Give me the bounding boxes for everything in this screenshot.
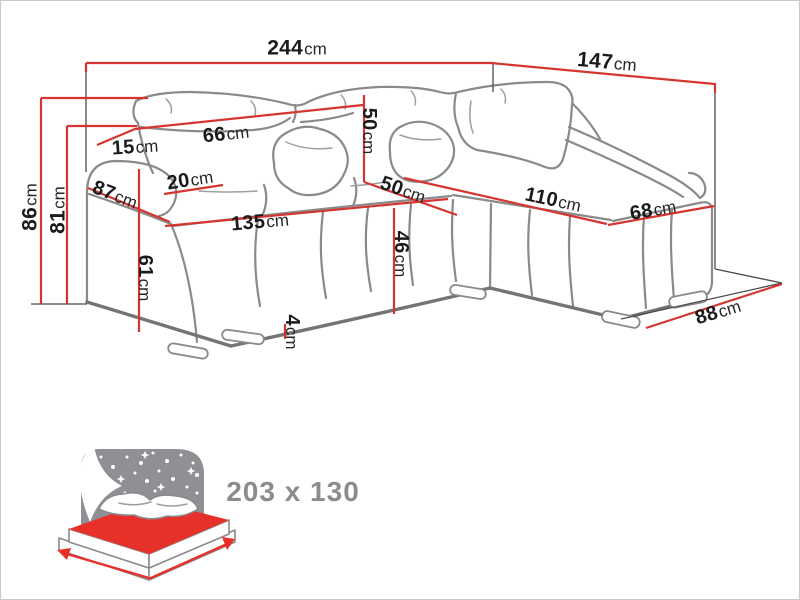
throw-pillow-2-crease: [399, 134, 442, 141]
dimension-lines: [39, 61, 783, 339]
sleeping-area-size-label: 203 x 130: [226, 476, 360, 507]
dim-line-15-66: [96, 103, 364, 147]
seat-front-seam-3: [364, 206, 373, 293]
seat-front-seam-1: [254, 217, 262, 308]
seat-seam-top-2: [351, 176, 358, 208]
chaise-end-right-edge: [693, 205, 714, 302]
dim-line-110: [403, 176, 608, 226]
seat-seam-top-1: [261, 183, 268, 216]
sofa-foot: [601, 310, 641, 329]
chaise-corner-seam: [488, 202, 493, 290]
floor-projection-front: [620, 282, 783, 320]
chaise-arm-roll-inner: [564, 138, 685, 199]
arm-roll: [85, 159, 178, 218]
bed-arrow-depth: [149, 542, 229, 580]
sofa-foot: [221, 328, 265, 346]
dim-line-88: [645, 282, 783, 330]
bottom-edge-seat: [229, 286, 492, 348]
bed-duvet: [98, 492, 199, 520]
cushion-crease-4: [410, 90, 417, 106]
back-right-edge: [570, 101, 602, 141]
dim-line-147: [490, 61, 717, 93]
dim-line-86: [39, 96, 148, 304]
arm-front-edge: [87, 192, 173, 226]
dim-line-68: [607, 204, 715, 227]
throw-pillow-2: [388, 120, 456, 183]
headrest1-bottom: [138, 116, 292, 133]
seat-front-seam-4: [408, 202, 415, 287]
bed-arrow-width: [65, 552, 151, 580]
dim-line-244: [84, 61, 491, 72]
sofa-line-art: [85, 80, 714, 360]
chaise-end-seam-2: [669, 207, 676, 302]
chaise-front-seam-1: [527, 208, 534, 297]
headrest-seam-2: [453, 91, 460, 129]
cushion-crease-1: [165, 98, 173, 114]
dim-line-81: [65, 124, 137, 304]
chaise-arm-roll-outer: [567, 125, 702, 200]
bed-arrowhead-left: [57, 548, 71, 560]
throw-pillow-1: [272, 125, 349, 197]
seat-front-seam-5: [450, 198, 458, 283]
back-top-edge: [134, 80, 574, 107]
moon-crescent-icon: [79, 447, 122, 522]
headrest2-bottom: [299, 111, 355, 124]
chaise-front-seam-2: [567, 214, 575, 308]
cushion-crease-5: [500, 88, 507, 104]
cushion-crease-6: [469, 100, 474, 134]
dim-line-87: [87, 186, 171, 224]
sofa-foot: [167, 342, 209, 360]
seat-back-line-1: [198, 190, 258, 193]
headrest-seam-1: [291, 103, 297, 124]
chaise-arm-roll-end: [687, 171, 707, 200]
extension-lines: [31, 64, 783, 320]
bottom-edge-chaise-front: [488, 286, 622, 321]
sleeping-function-bed-icon: [57, 447, 236, 581]
duvet-crease: [118, 501, 188, 507]
bottom-edge-arm: [85, 300, 233, 348]
floor-projection-right: [714, 268, 783, 284]
bed-arrowhead-right: [222, 537, 235, 550]
chaise-end-seam-1: [641, 213, 648, 310]
dim-line-135: [164, 197, 449, 228]
sofa-foot: [668, 290, 708, 309]
dim-line-50-diagonal: [363, 180, 458, 217]
arm-right-edge: [169, 222, 199, 344]
seat-front-seam-2: [319, 210, 328, 300]
chaise-headrest: [456, 103, 574, 170]
throw-pillow-1-crease: [285, 141, 333, 150]
cushion-crease-2: [250, 100, 257, 116]
sofa-foot: [449, 284, 487, 300]
dim-line-20: [163, 183, 224, 196]
